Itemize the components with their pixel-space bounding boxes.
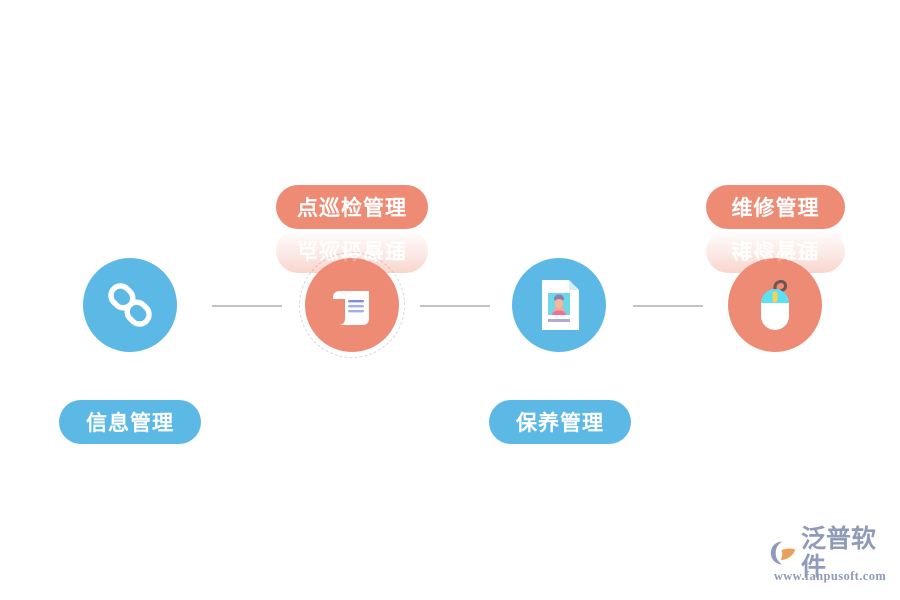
brand-row: 泛普软件 [770,525,890,581]
label-pill-repair-management[interactable]: 维修管理 [706,185,845,229]
chain-link-icon [83,258,177,352]
computer-mouse-icon [728,258,822,352]
fanpu-logo-icon [770,541,796,565]
connector-1 [212,305,282,307]
node-repair-management[interactable] [728,258,822,352]
dashed-ring [299,252,405,358]
scroll-document-icon [305,258,399,352]
node-info-management[interactable] [83,258,177,352]
process-flow-row [0,252,900,358]
label-group-repair: 维修管理 维修管理 [706,185,845,273]
node-inspection-management[interactable] [299,252,405,358]
id-card-icon [512,258,606,352]
node-maintenance-management[interactable] [512,258,606,352]
brand-name: 泛普软件 [801,524,877,581]
brand-url: www.fanpusoft.com [773,569,887,583]
brand-watermark: 泛普软件 www.fanpusoft.com [770,525,890,590]
label-pill-info-management[interactable]: 信息管理 [59,400,201,444]
connector-2 [420,305,490,307]
label-pill-maintenance-management[interactable]: 保养管理 [489,400,631,444]
connector-3 [633,305,703,307]
label-pill-inspection-management[interactable]: 点巡检管理 [276,185,428,229]
label-group-inspection: 点巡检管理 点巡检管理 [276,185,428,273]
